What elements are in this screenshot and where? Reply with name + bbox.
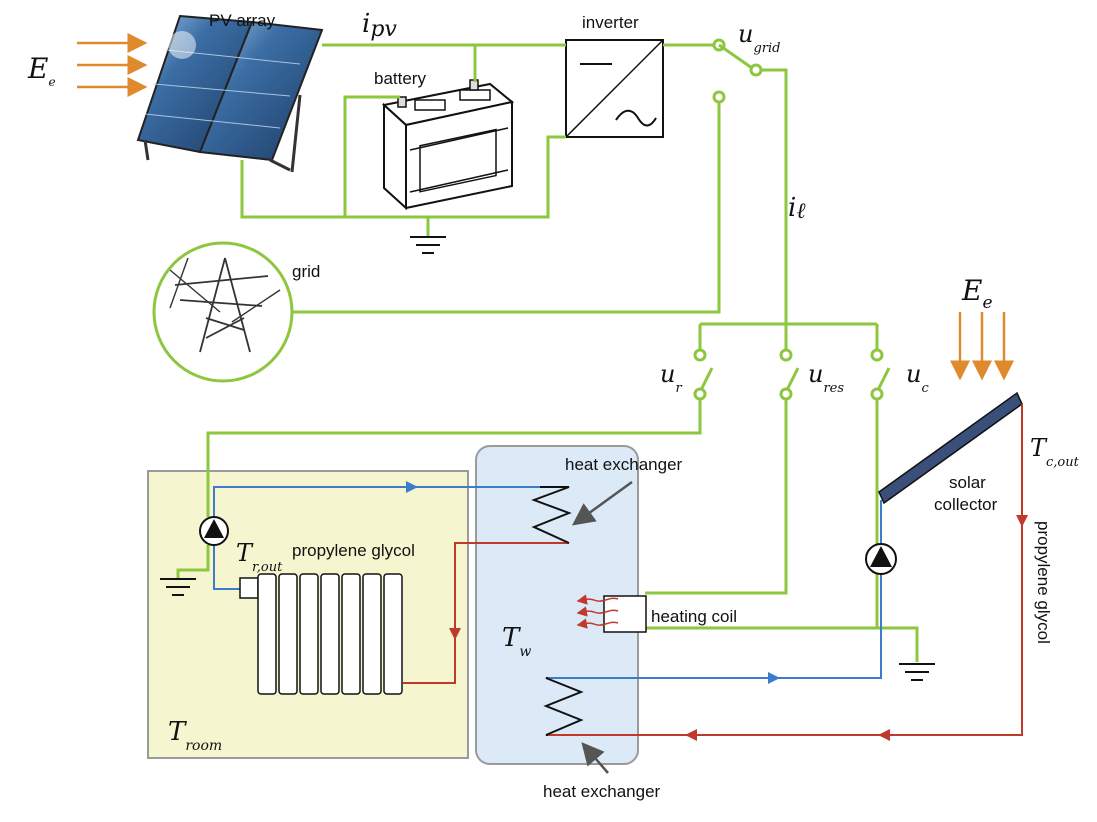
symbol-E-right: Ee — [961, 274, 993, 313]
battery-icon — [381, 79, 515, 211]
symbol-T-c-out: Tc,out — [1030, 434, 1080, 470]
label-propylene-glycol-collector: propylene glycol — [1034, 521, 1053, 644]
switch-u-grid — [712, 38, 763, 104]
pump-icon-collector — [865, 543, 897, 575]
symbol-T-room: Troom — [168, 717, 222, 754]
heat-waves — [576, 594, 619, 629]
heat-exchanger-top-coil — [531, 486, 572, 544]
label-pv-array: PV array — [209, 11, 276, 30]
symbol-E-left: Ee — [27, 52, 56, 89]
heat-exchanger-bottom-arrow — [581, 742, 609, 774]
ground-icon-room — [160, 578, 196, 596]
symbol-u-res: ures — [808, 360, 844, 396]
label-battery: battery — [374, 69, 426, 88]
irradiance-arrows-right — [950, 312, 1014, 381]
switch-u-r — [693, 348, 714, 401]
label-propylene-glycol-room: propylene glycol — [292, 541, 415, 560]
label-grid: grid — [292, 262, 320, 281]
label-heat-exchanger-bottom: heat exchanger — [543, 782, 661, 801]
symbol-T-r-out: Tr,out — [236, 539, 283, 575]
pump-icon-room — [199, 516, 229, 546]
label-inverter: inverter — [582, 13, 639, 32]
symbol-i-pv: ipv — [362, 9, 397, 42]
switch-u-c — [870, 348, 891, 401]
room-loop-pipes — [213, 481, 569, 684]
ground-icon-collector — [899, 663, 935, 681]
symbol-T-w: Tw — [502, 623, 531, 660]
symbol-u-grid: ugrid — [738, 20, 780, 56]
label-heat-exchanger-top: heat exchanger — [565, 455, 683, 474]
irradiance-arrows-left — [77, 33, 148, 97]
heating-coil-box — [603, 595, 647, 633]
symbol-i-l: iℓ — [788, 193, 806, 224]
grid-tower-icon — [152, 241, 294, 383]
symbol-u-c: uc — [906, 360, 929, 396]
heat-exchanger-bottom-coil — [543, 677, 584, 736]
symbol-u-r: ur — [660, 360, 682, 396]
switch-u-res — [779, 348, 800, 401]
label-solar-collector-line2: collector — [934, 495, 998, 514]
label-heating-coil: heating coil — [651, 607, 737, 626]
inverter-icon — [565, 39, 664, 138]
radiator-icon — [239, 573, 403, 695]
heat-exchanger-top-arrow — [571, 480, 633, 526]
ground-icon-battery — [410, 236, 446, 254]
collector-loop-pipes — [548, 404, 1028, 741]
pv-wiring — [176, 43, 919, 662]
label-solar-collector-line1: solar — [949, 473, 986, 492]
pv-array-icon — [136, 14, 324, 173]
